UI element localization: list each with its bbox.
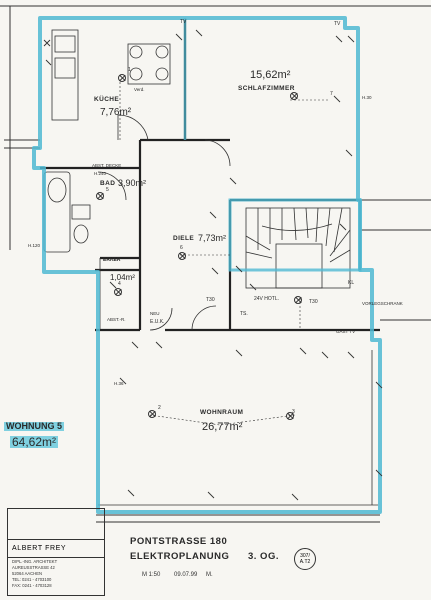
project-scale: M 1:50 (142, 572, 161, 578)
room-name-bath: BAD (100, 180, 116, 187)
architect-line5: FAX: 0241 - 4703128 (12, 583, 52, 588)
architect-name: ALBERT FREY (12, 545, 67, 552)
neu-label: NEU (150, 311, 160, 316)
architect-line1: DIPL.-ING. ARCHITEKT (12, 559, 58, 564)
ts-label: TS. (240, 311, 248, 317)
lamp-number: 6 (180, 245, 183, 251)
height-label: H.36 (114, 381, 124, 386)
room-area-bath: 3,90m² (118, 178, 147, 188)
lamp-number: 4 (118, 281, 121, 287)
architect-line2: AUREUSSTRASSE 42 (12, 565, 55, 570)
gast-tv-label: GAST TV (336, 329, 356, 334)
architect-line3: 52064 AACHEN (12, 571, 43, 576)
euk-label: E.U.K. (150, 319, 165, 325)
room-name-bedroom: SCHLAFZIMMER (238, 85, 295, 92)
apartment-area: 64,62m² (10, 435, 59, 449)
hotline-label: 24V HOTL. (254, 296, 280, 302)
lamp-icon (114, 288, 122, 296)
lamp-icon (148, 410, 156, 418)
t30-label-stairs: T30 (309, 299, 318, 305)
lamp-icon (118, 74, 126, 82)
lamp-icon (286, 412, 294, 420)
vorlegschrank-label: VORLEGSCHRANK (362, 301, 403, 306)
project-street: PONTSTRASSE 180 (130, 536, 228, 547)
lamp-number: 3 (292, 409, 295, 415)
room-area-living: 26,77m² (202, 421, 243, 433)
lamp-number: 1 (128, 67, 131, 73)
revision-stamp: 307/ A.T2 (294, 548, 316, 570)
room-area-hall: 7,73m² (198, 233, 227, 243)
room-name-hall: DIELE (173, 235, 195, 242)
height-label: H.30 (362, 95, 372, 100)
room-name-kitchen: KÜCHE (94, 96, 120, 103)
apartment-outline (32, 16, 382, 514)
tv-label: TV (180, 19, 187, 25)
project-floor: 3. OG. (248, 551, 279, 562)
height-label: H.240 (94, 171, 107, 176)
kl-label: KL (348, 280, 355, 286)
abst-decke-label: ABST. DECKE (92, 163, 122, 168)
apartment-name: WOHNUNG 5 (4, 421, 64, 431)
lamp-icon (96, 192, 104, 200)
room-name-living: WOHNRAUM (200, 409, 244, 416)
architect-title-block: ALBERT FREY DIPL.-ING. ARCHITEKT AUREUSS… (7, 508, 105, 596)
erker-label: ERKER (103, 257, 121, 263)
room-name-storage: ABST.-R. (107, 317, 126, 322)
verd-label: Verd. (134, 87, 145, 92)
lamp-icon (294, 296, 302, 304)
room-area-storage: 1,04m² (110, 273, 135, 282)
project-initial: M. (206, 572, 213, 578)
height-label: H.120 (28, 243, 41, 248)
architect-line4: TEL: 0241 - 4703100 (12, 577, 52, 582)
project-date: 09.07.99 (174, 572, 198, 578)
project-plan: ELEKTROPLANUNG (130, 551, 230, 562)
lamp-number: 7 (330, 91, 333, 97)
tv-label: TV (334, 21, 341, 27)
lamp-number: 5 (106, 187, 109, 193)
lamp-number: 2 (158, 405, 161, 411)
lamp-icon (290, 92, 298, 100)
t30-label: T30 (206, 297, 215, 303)
room-area-kitchen: 7,76m² (100, 107, 132, 118)
room-area-bedroom: 15,62m² (250, 69, 291, 81)
lamp-icon (178, 252, 186, 260)
